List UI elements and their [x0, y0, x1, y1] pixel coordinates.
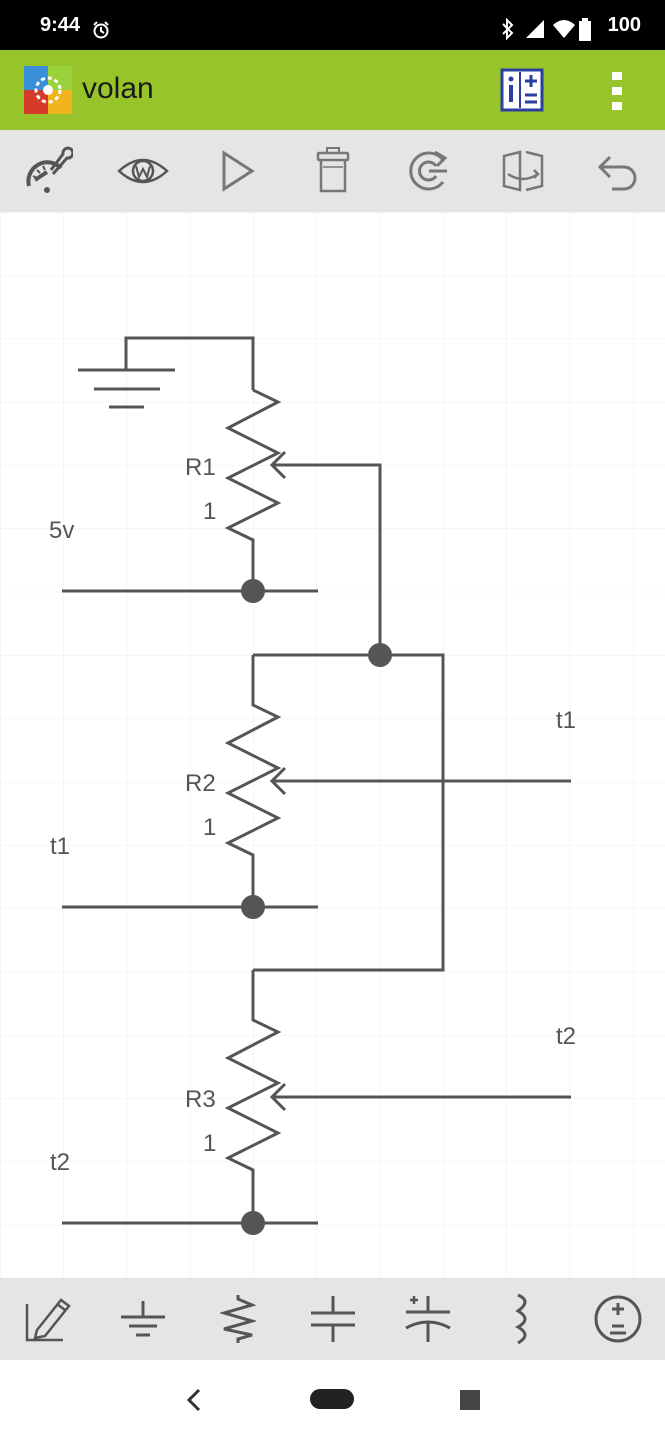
recents-icon[interactable]: [460, 1390, 480, 1410]
alarm-icon: [93, 21, 109, 39]
rotate-button[interactable]: [380, 130, 475, 212]
overflow-menu-icon[interactable]: [610, 72, 624, 110]
resistor-r3[interactable]: [224, 970, 571, 1223]
junction-node[interactable]: [241, 579, 265, 603]
junction-node[interactable]: [368, 643, 392, 667]
terminal-t1-right-label: t1: [556, 707, 576, 734]
rotate-icon: [408, 150, 447, 191]
app-logo-icon: [24, 66, 72, 114]
grid: [0, 212, 665, 1278]
polarized-capacitor-icon: [404, 1296, 451, 1342]
app-title: volan: [82, 72, 154, 105]
junction-node[interactable]: [241, 895, 265, 919]
circuit-canvas[interactable]: R1 1 5v R2 1 t1 t1 R3 1 t2 t2: [0, 212, 665, 1278]
status-bar: 9:44 100: [0, 0, 665, 50]
inductor-icon: [514, 1293, 526, 1345]
r1-name-label: R1: [185, 454, 216, 481]
back-icon[interactable]: [184, 1388, 204, 1412]
ground-icon: [120, 1301, 165, 1337]
junction-node[interactable]: [241, 1211, 265, 1235]
flip-button[interactable]: [475, 130, 570, 212]
add-capacitor-button[interactable]: [285, 1278, 380, 1360]
flip-icon: [502, 150, 543, 192]
resistor-r1[interactable]: [224, 388, 382, 655]
draw-wire-button[interactable]: [0, 1278, 95, 1360]
terminal-t1-left-label: t1: [50, 833, 70, 860]
top-toolbar: [0, 130, 665, 212]
add-polarized-capacitor-button[interactable]: [380, 1278, 475, 1360]
info-panel-icon[interactable]: [500, 68, 544, 112]
bluetooth-icon: [502, 18, 514, 40]
terminal-t2-right-label: t2: [556, 1023, 576, 1050]
run-button[interactable]: [190, 130, 285, 212]
r2-value-label: 1: [203, 814, 216, 841]
voltage-source-icon: [594, 1295, 641, 1343]
pencil-icon: [25, 1298, 71, 1342]
speedometer-wrench-icon: [25, 146, 73, 193]
schematic[interactable]: R1 1 5v R2 1 t1 t1 R3 1 t2 t2: [0, 212, 665, 1278]
system-nav-bar: [0, 1360, 665, 1440]
delete-button[interactable]: [285, 130, 380, 212]
signal-icon: [526, 20, 544, 38]
ground-symbol[interactable]: [78, 336, 255, 409]
app-bar: volan: [0, 50, 665, 130]
resistor-icon: [219, 1295, 256, 1343]
add-inductor-button[interactable]: [475, 1278, 570, 1360]
battery-icon: [579, 18, 591, 41]
component-palette: [0, 1278, 665, 1360]
status-time: 9:44: [40, 14, 81, 36]
eye-w-icon: [116, 158, 169, 184]
undo-icon: [597, 155, 636, 191]
terminal-t2-left-label: t2: [50, 1149, 70, 1176]
terminal-5v-label: 5v: [49, 517, 74, 544]
r1-value-label: 1: [203, 498, 216, 525]
play-icon: [222, 150, 255, 192]
resistor-r2[interactable]: [224, 653, 571, 972]
undo-button[interactable]: [570, 130, 665, 212]
trash-can-icon: [316, 147, 349, 193]
battery-level: 100: [607, 14, 641, 36]
speedometer-wrench-button[interactable]: [0, 130, 95, 212]
r3-value-label: 1: [203, 1130, 216, 1157]
add-voltage-source-button[interactable]: [570, 1278, 665, 1360]
add-resistor-button[interactable]: [190, 1278, 285, 1360]
r2-name-label: R2: [185, 770, 216, 797]
wifi-icon: [553, 20, 575, 38]
add-ground-button[interactable]: [95, 1278, 190, 1360]
capacitor-icon: [310, 1296, 355, 1342]
r3-name-label: R3: [185, 1086, 216, 1113]
home-icon[interactable]: [309, 1388, 355, 1410]
view-button[interactable]: [95, 130, 190, 212]
